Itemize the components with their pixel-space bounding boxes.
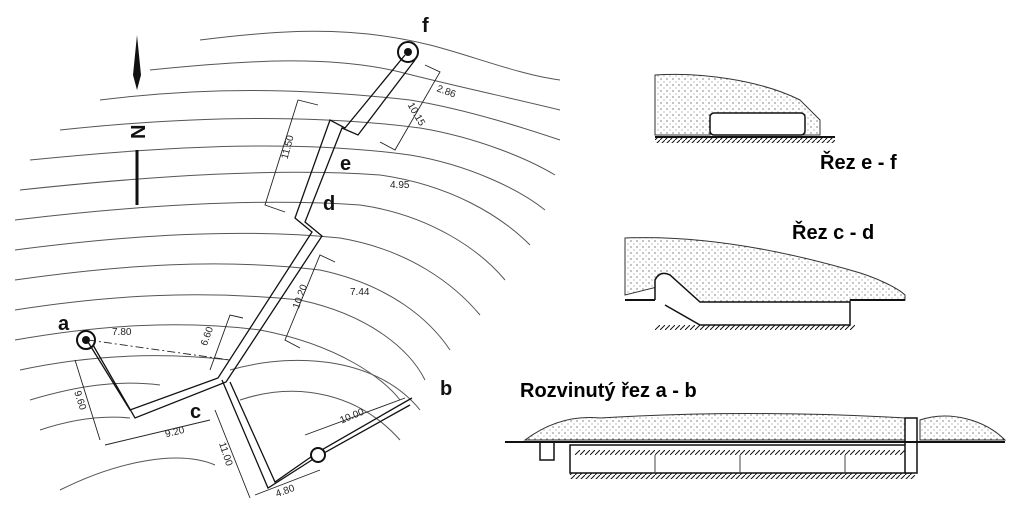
dim-label: 10.00 — [338, 407, 366, 427]
section-e-f-title: Řez e - f — [820, 152, 897, 174]
section-a-b-title: Rozvinutý řez a - b — [520, 380, 697, 402]
section-c-d-title: Řez c - d — [792, 222, 875, 244]
dim-label: 10.15 — [405, 101, 427, 129]
tunnel-plan — [76, 41, 419, 489]
dim-label: 10.20 — [291, 283, 310, 311]
point-label-d: d — [323, 193, 335, 215]
point-label-a: a — [58, 313, 70, 335]
north-label: N — [128, 125, 150, 139]
contour-lines — [14, 30, 561, 491]
dimension-lines — [74, 64, 441, 499]
dim-label: 7.44 — [350, 287, 370, 298]
dim-label: 11.50 — [280, 134, 297, 161]
dim-label: 4.95 — [390, 180, 410, 191]
section-a-b-drawing — [505, 413, 1007, 479]
dim-label: 7.80 — [112, 327, 132, 338]
point-label-c: c — [190, 401, 201, 423]
section-c-d-drawing — [624, 237, 906, 330]
section-e-f-drawing — [654, 73, 835, 143]
north-arrow-icon — [133, 35, 141, 205]
point-label-f: f — [422, 15, 429, 37]
dim-label: 6.60 — [199, 325, 216, 347]
point-label-e: e — [340, 153, 351, 175]
dim-label: 4.80 — [274, 483, 296, 500]
dim-label: 2.86 — [435, 84, 457, 101]
dim-label: 11.00 — [216, 441, 234, 468]
dim-label: 9.20 — [164, 425, 186, 440]
point-label-b: b — [440, 378, 452, 400]
